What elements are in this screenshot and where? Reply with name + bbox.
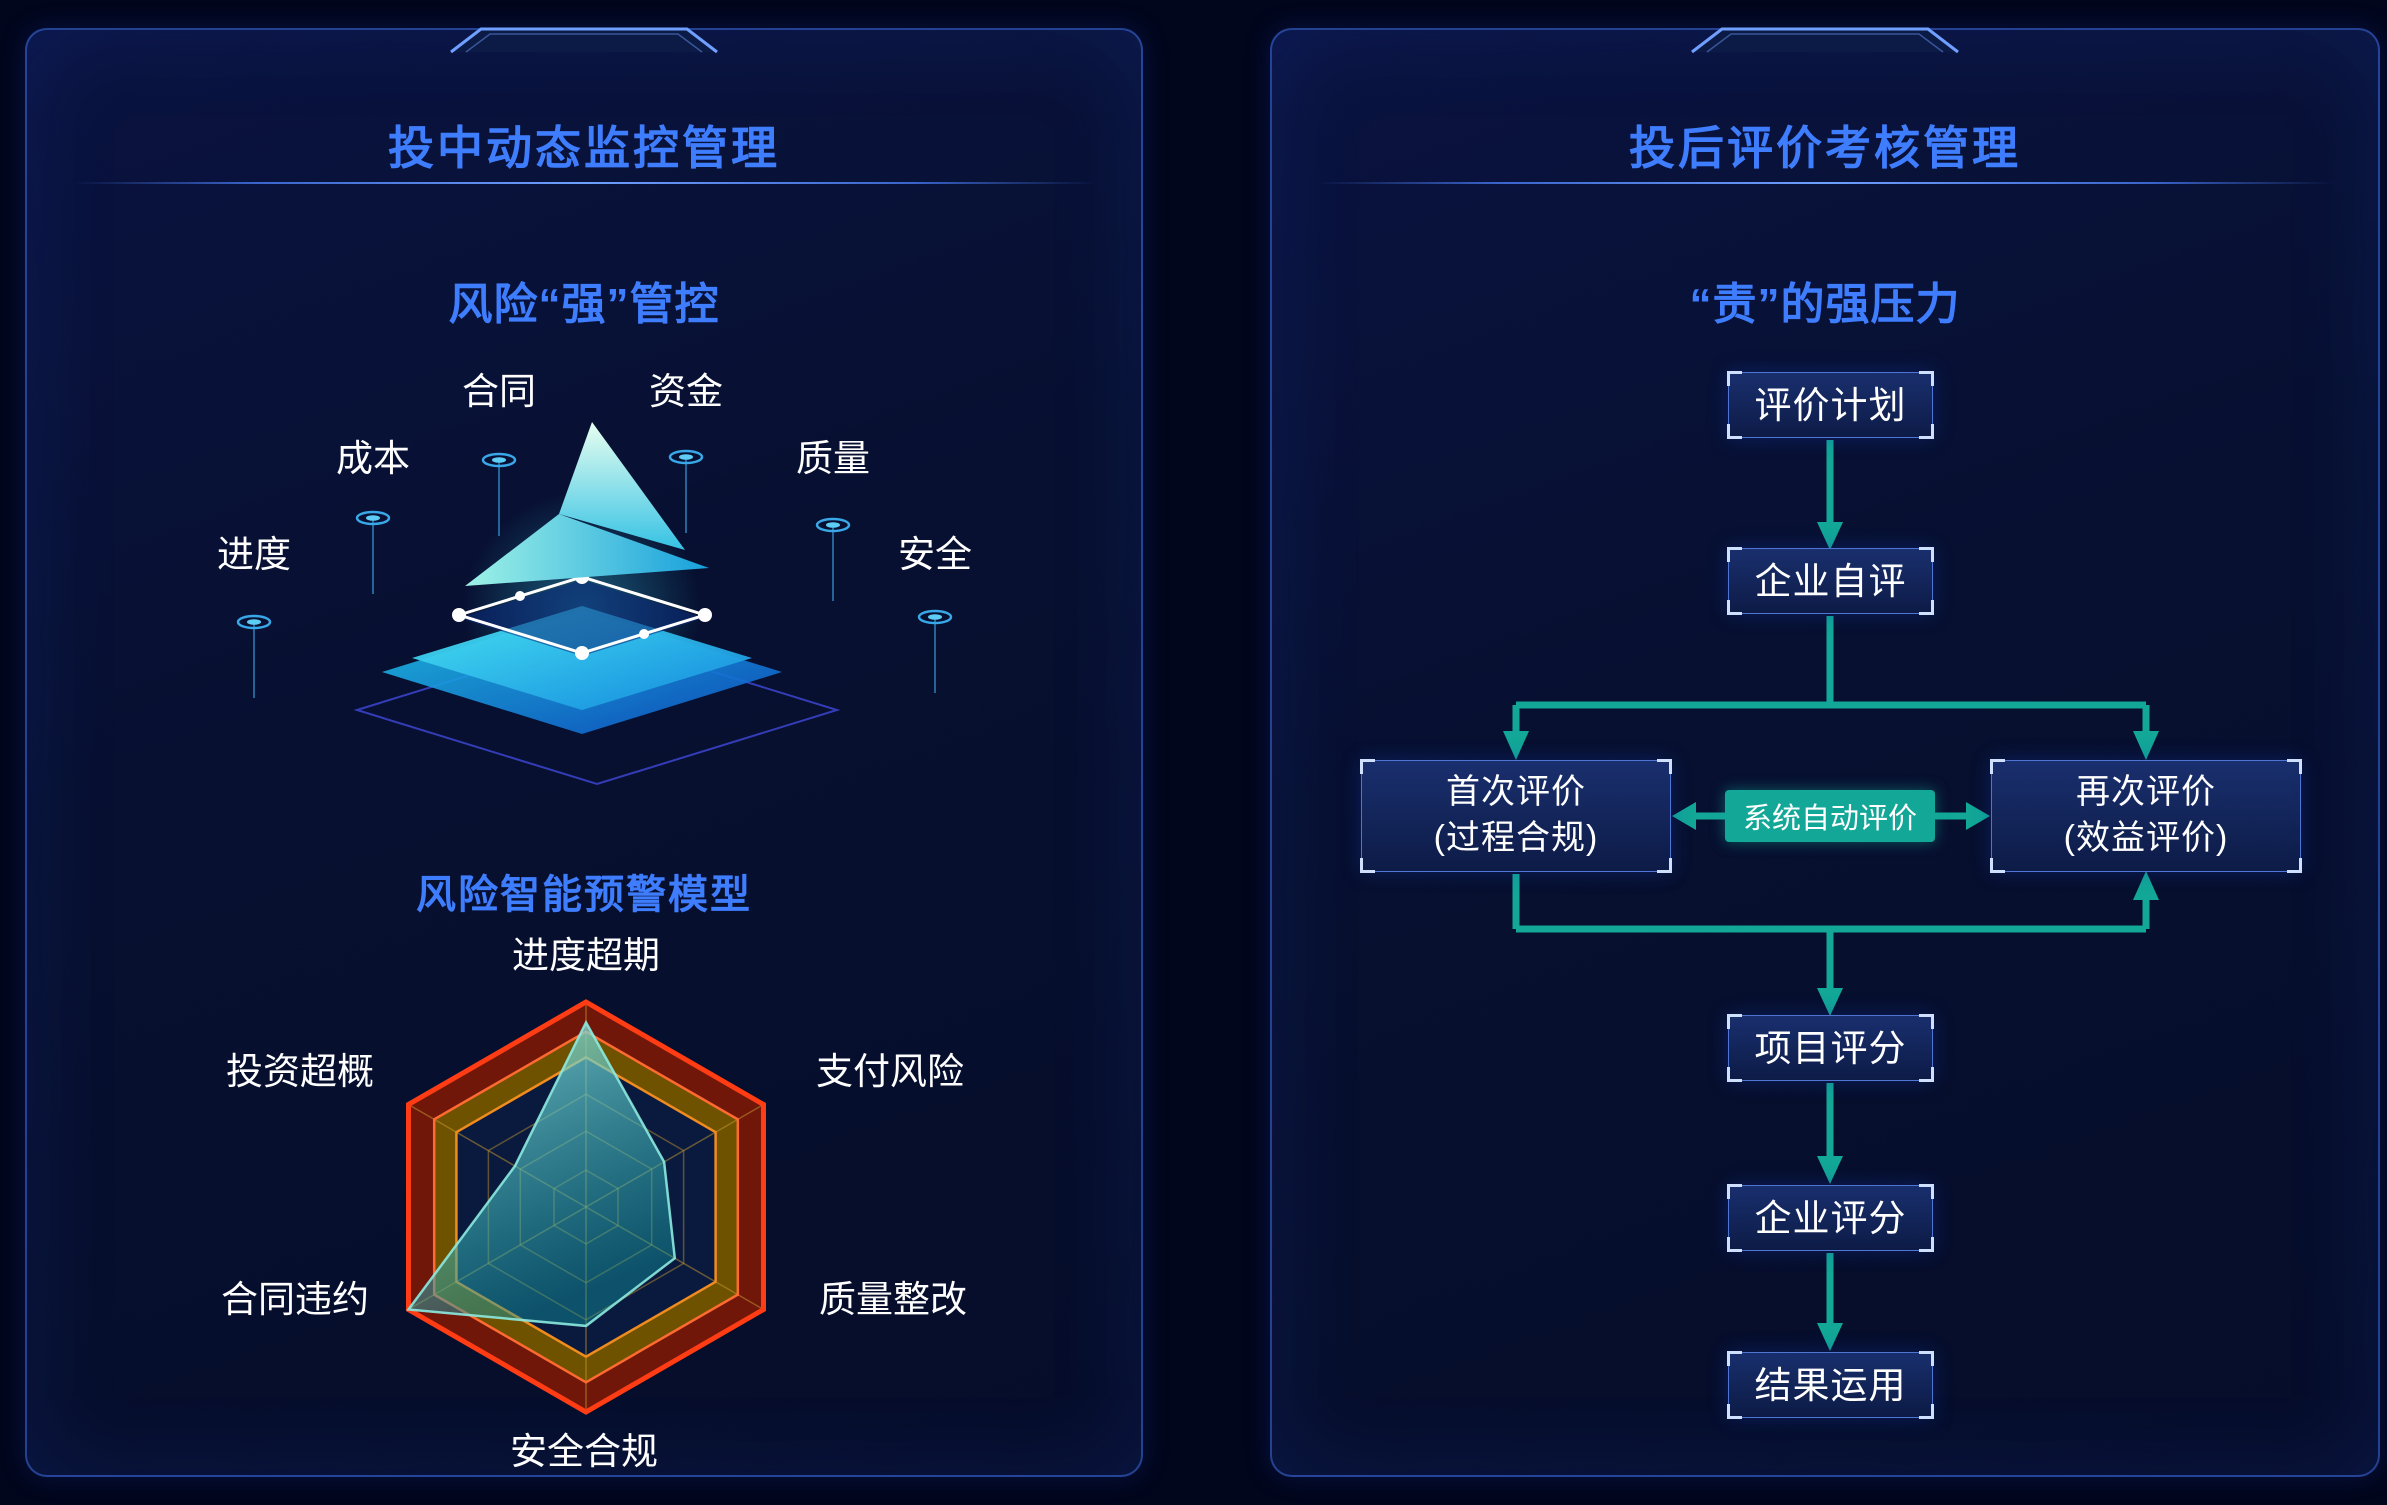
flow-node-label-line2: (过程合规)	[1433, 819, 1599, 857]
flow-node-label: 结果运用	[1754, 1364, 1907, 1406]
flow-node-project-score: 项目评分	[1727, 1014, 1934, 1082]
flow-node-result-application: 结果运用	[1727, 1351, 1934, 1419]
risk-radar-chart	[351, 972, 821, 1442]
radar-model-title: 风险智能预警模型	[416, 873, 752, 917]
radar-axis-progress-overdue: 进度超期	[512, 935, 660, 976]
panel-subtitle-left: 风险“强”管控	[448, 280, 720, 329]
flow-node-company-score: 企业评分	[1727, 1184, 1934, 1252]
auto-evaluation-label: 系统自动评价	[1742, 803, 1917, 835]
flow-node-label-line1: 首次评价	[1446, 773, 1586, 812]
radar-axis-payment-risk: 支付风险	[816, 1051, 964, 1092]
flow-node-second-evaluation: 再次评价 (效益评价)	[1990, 759, 2302, 873]
in-investment-monitoring-panel: 投中动态监控管理 风险“强”管控	[25, 27, 1143, 1477]
radar-axis-investment-overrun: 投资超概	[226, 1051, 374, 1092]
risk-control-isometric-illustration	[353, 422, 841, 786]
flow-node-label-line1: 再次评价	[2076, 773, 2216, 812]
flow-node-label: 企业自评	[1754, 560, 1907, 602]
node-marker-quality	[815, 517, 851, 601]
flow-node-evaluation-plan: 评价计划	[1727, 371, 1934, 439]
system-auto-evaluation-badge: 系统自动评价	[1725, 790, 1935, 842]
node-marker-progress	[236, 614, 272, 698]
dimension-label-contract: 合同	[462, 371, 536, 412]
panel-top-notch	[450, 27, 718, 54]
flow-node-enterprise-self-evaluation: 企业自评	[1727, 547, 1934, 615]
node-marker-safety	[917, 609, 953, 693]
dimension-label-cost: 成本	[336, 438, 410, 479]
flow-node-label: 评价计划	[1754, 384, 1907, 426]
flow-node-first-evaluation: 首次评价 (过程合规)	[1360, 759, 1672, 873]
radar-axis-quality-rectification: 质量整改	[819, 1279, 967, 1320]
radar-axis-contract-breach: 合同违约	[221, 1279, 369, 1320]
flowchart-arrows	[1503, 440, 2159, 1351]
node-marker-contract	[481, 452, 517, 536]
dimension-label-funds: 资金	[649, 371, 723, 412]
node-marker-cost	[355, 510, 391, 594]
title-divider-right	[1316, 182, 2334, 184]
panel-title-right: 投后评价考核管理	[1629, 122, 2021, 174]
dimension-label-progress: 进度	[217, 534, 291, 575]
post-investment-evaluation-panel: 投后评价考核管理 “责”的强压力	[1270, 27, 2380, 1477]
flow-node-label-line2: (效益评价)	[2063, 819, 2229, 857]
node-marker-funds	[668, 449, 704, 533]
title-divider-left	[71, 182, 1097, 184]
panel-subtitle-right: “责”的强压力	[1689, 280, 1961, 329]
radar-chart-svg	[406, 999, 766, 1415]
dimension-label-safety: 安全	[898, 534, 972, 575]
panel-title-left: 投中动态监控管理	[388, 122, 780, 174]
panel-top-notch	[1691, 27, 1959, 54]
flow-node-label: 企业评分	[1754, 1197, 1907, 1239]
dimension-label-quality: 质量	[796, 438, 870, 479]
flow-node-label: 项目评分	[1754, 1027, 1907, 1069]
radar-axis-safety-compliance: 安全合规	[510, 1431, 658, 1472]
